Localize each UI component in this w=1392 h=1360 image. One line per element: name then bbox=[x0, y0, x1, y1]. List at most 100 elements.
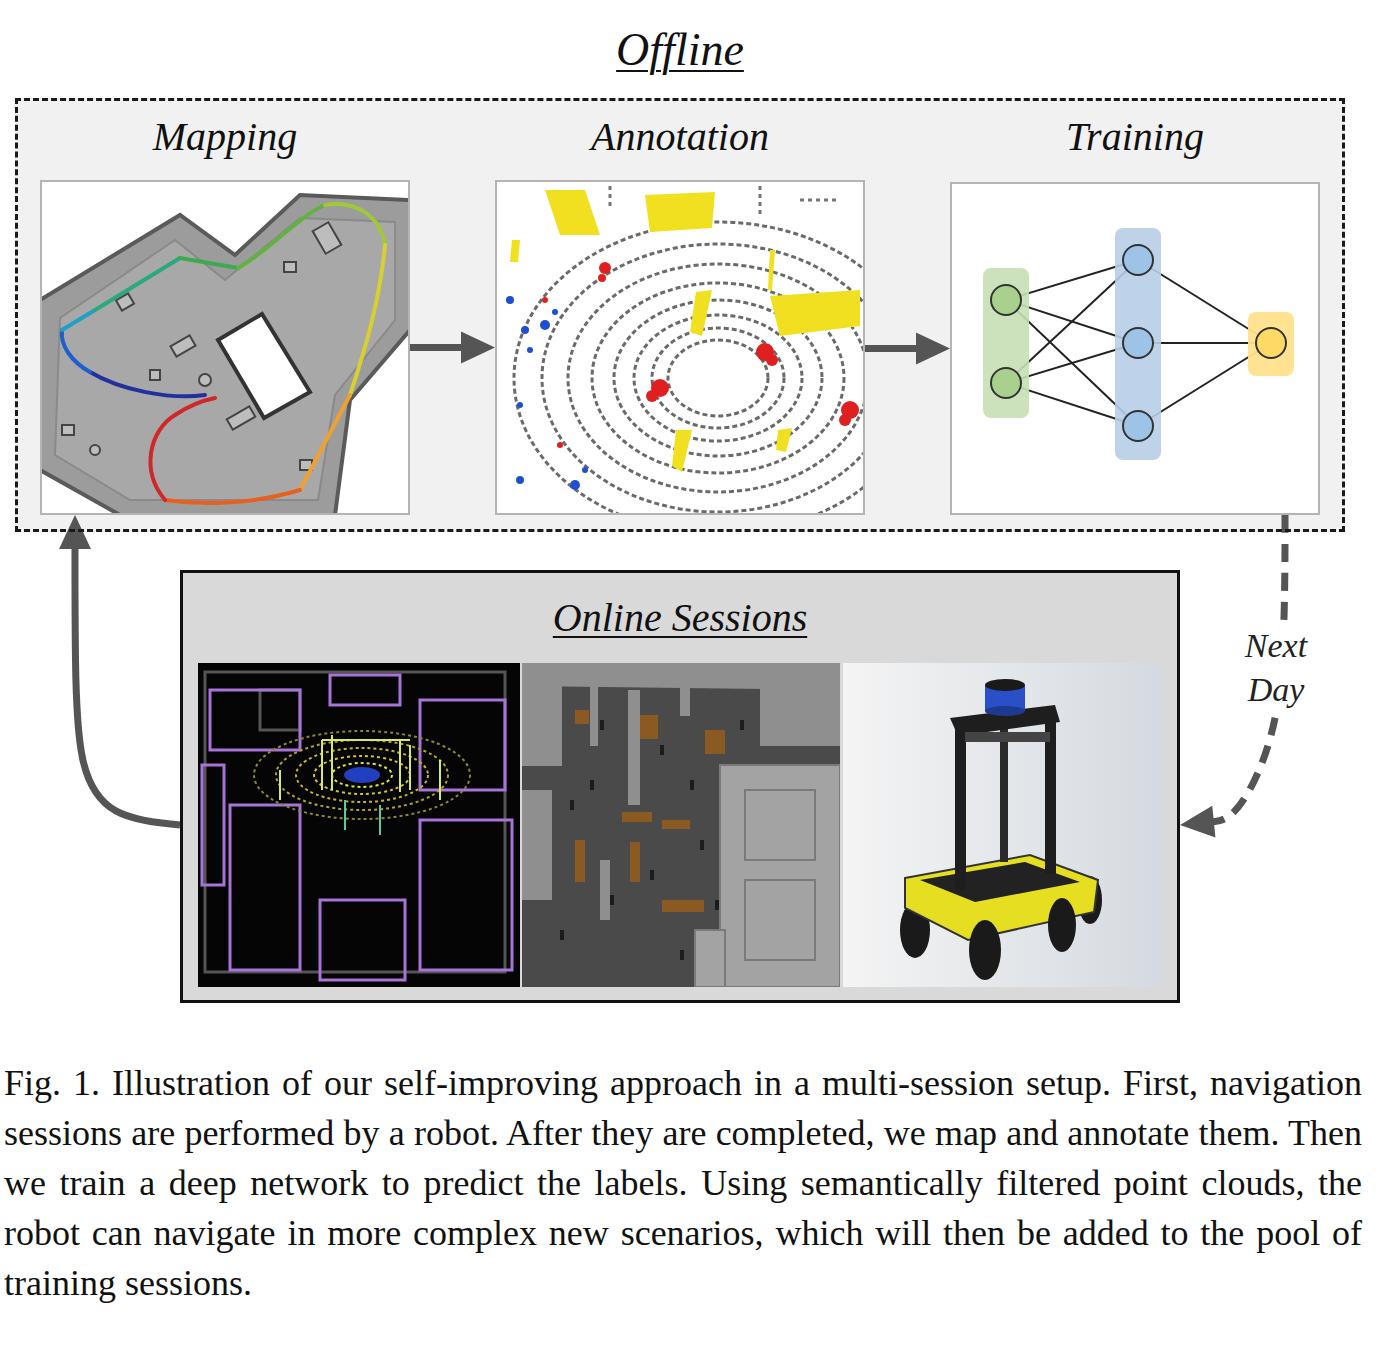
map-image bbox=[227, 406, 256, 429]
simulation-image bbox=[695, 765, 840, 987]
map-image bbox=[199, 374, 211, 386]
map-image bbox=[238, 205, 325, 268]
rviz-view-image bbox=[198, 663, 520, 987]
caption-box: Fig. 1. Illustration of our self-improvi… bbox=[4, 1058, 1362, 1308]
arrow-head bbox=[1180, 806, 1215, 838]
simulation-image bbox=[522, 686, 562, 766]
simulation-image bbox=[522, 663, 840, 987]
lidar-scan-image bbox=[517, 402, 523, 408]
rviz-view-image bbox=[321, 740, 323, 790]
image-panel: Annotation bbox=[495, 180, 865, 515]
lidar-scan-image bbox=[542, 244, 863, 512]
rviz-view-image bbox=[202, 765, 224, 885]
simulation-image bbox=[575, 840, 585, 882]
rviz-view-image bbox=[331, 735, 333, 790]
lidar-scan-image bbox=[668, 340, 768, 416]
map-image bbox=[180, 258, 238, 268]
lidar-scan-image bbox=[527, 347, 533, 353]
robot-image bbox=[843, 663, 1162, 987]
map-image bbox=[151, 398, 215, 500]
simulation-image bbox=[640, 715, 658, 739]
network-image bbox=[1256, 328, 1286, 358]
map-image bbox=[325, 204, 385, 245]
flow-arrow bbox=[865, 333, 950, 365]
simulation-image bbox=[600, 720, 604, 730]
simulation-image bbox=[570, 800, 574, 810]
lidar-scan-image bbox=[672, 430, 692, 472]
network-image bbox=[1123, 328, 1153, 358]
rviz-view-image bbox=[344, 767, 380, 783]
rviz-view-image bbox=[276, 740, 448, 810]
network-image bbox=[991, 285, 1021, 315]
lidar-scan-image bbox=[770, 290, 860, 336]
rviz-view-image bbox=[409, 745, 411, 790]
flow-arrow bbox=[59, 515, 180, 825]
lidar-scan-image bbox=[570, 480, 580, 490]
lidar-scan-image bbox=[495, 180, 922, 534]
robot-image bbox=[900, 679, 1102, 980]
lidar-scan-image bbox=[582, 467, 588, 473]
lidar-scan-image bbox=[540, 320, 550, 330]
map-image bbox=[90, 372, 205, 396]
simulation-image bbox=[590, 780, 594, 790]
robot-image bbox=[969, 920, 1001, 980]
map-image bbox=[90, 445, 100, 455]
rviz-view-image bbox=[280, 735, 440, 800]
rviz-view-image bbox=[296, 748, 428, 802]
map-image bbox=[300, 395, 350, 490]
network-image bbox=[991, 368, 1021, 398]
simulation-image bbox=[700, 840, 704, 850]
rviz-view-image bbox=[379, 805, 381, 835]
panel-heading: Online Sessions bbox=[553, 595, 807, 641]
network-image bbox=[950, 182, 1320, 515]
rviz-view-image bbox=[202, 675, 512, 980]
simulation-image bbox=[662, 820, 690, 829]
rviz-view-image bbox=[260, 690, 300, 730]
lidar-scan-image bbox=[839, 414, 851, 426]
simulation-image bbox=[522, 790, 552, 900]
rviz-view-image bbox=[345, 800, 380, 835]
simulation-image bbox=[720, 765, 840, 987]
arrow-head bbox=[59, 515, 91, 549]
simulation-image bbox=[705, 730, 725, 754]
simulation-image bbox=[622, 812, 652, 822]
map-image bbox=[284, 262, 296, 272]
map-image bbox=[55, 218, 395, 500]
lidar-scan-image bbox=[542, 297, 548, 303]
map-image bbox=[313, 222, 342, 254]
lidar-scan-image bbox=[652, 328, 784, 428]
rviz-view-image bbox=[322, 739, 410, 741]
map-image bbox=[170, 335, 195, 356]
robot-image bbox=[965, 732, 1050, 742]
panel-heading: Offline bbox=[616, 24, 744, 76]
rviz-view-image bbox=[330, 675, 400, 705]
lidar-scan-image bbox=[768, 250, 775, 290]
map-image bbox=[62, 310, 95, 330]
map-image bbox=[62, 204, 385, 503]
lidar-scan-image bbox=[521, 326, 529, 334]
map-image bbox=[150, 370, 160, 380]
network-image bbox=[1123, 245, 1153, 275]
lidar-scan-image bbox=[510, 190, 860, 472]
simulation-image bbox=[560, 720, 744, 960]
map-image bbox=[42, 195, 408, 513]
simulation-image bbox=[630, 842, 640, 882]
lidar-scan-image bbox=[510, 240, 520, 262]
offline-ground bbox=[15, 98, 1345, 532]
map-image bbox=[40, 180, 410, 515]
rviz-view-image bbox=[420, 700, 505, 790]
rviz-view-image bbox=[230, 805, 300, 970]
robot-image bbox=[843, 663, 1162, 987]
map-image bbox=[95, 258, 180, 310]
lidar-scan-image bbox=[646, 390, 658, 402]
robot-image bbox=[985, 679, 1025, 691]
network-image bbox=[983, 268, 1029, 418]
lidar-scan-image bbox=[506, 186, 863, 513]
network-image bbox=[1248, 312, 1294, 376]
arrow-shaft bbox=[75, 547, 180, 825]
lidar-scan-image bbox=[690, 290, 712, 336]
map-image bbox=[40, 180, 410, 515]
